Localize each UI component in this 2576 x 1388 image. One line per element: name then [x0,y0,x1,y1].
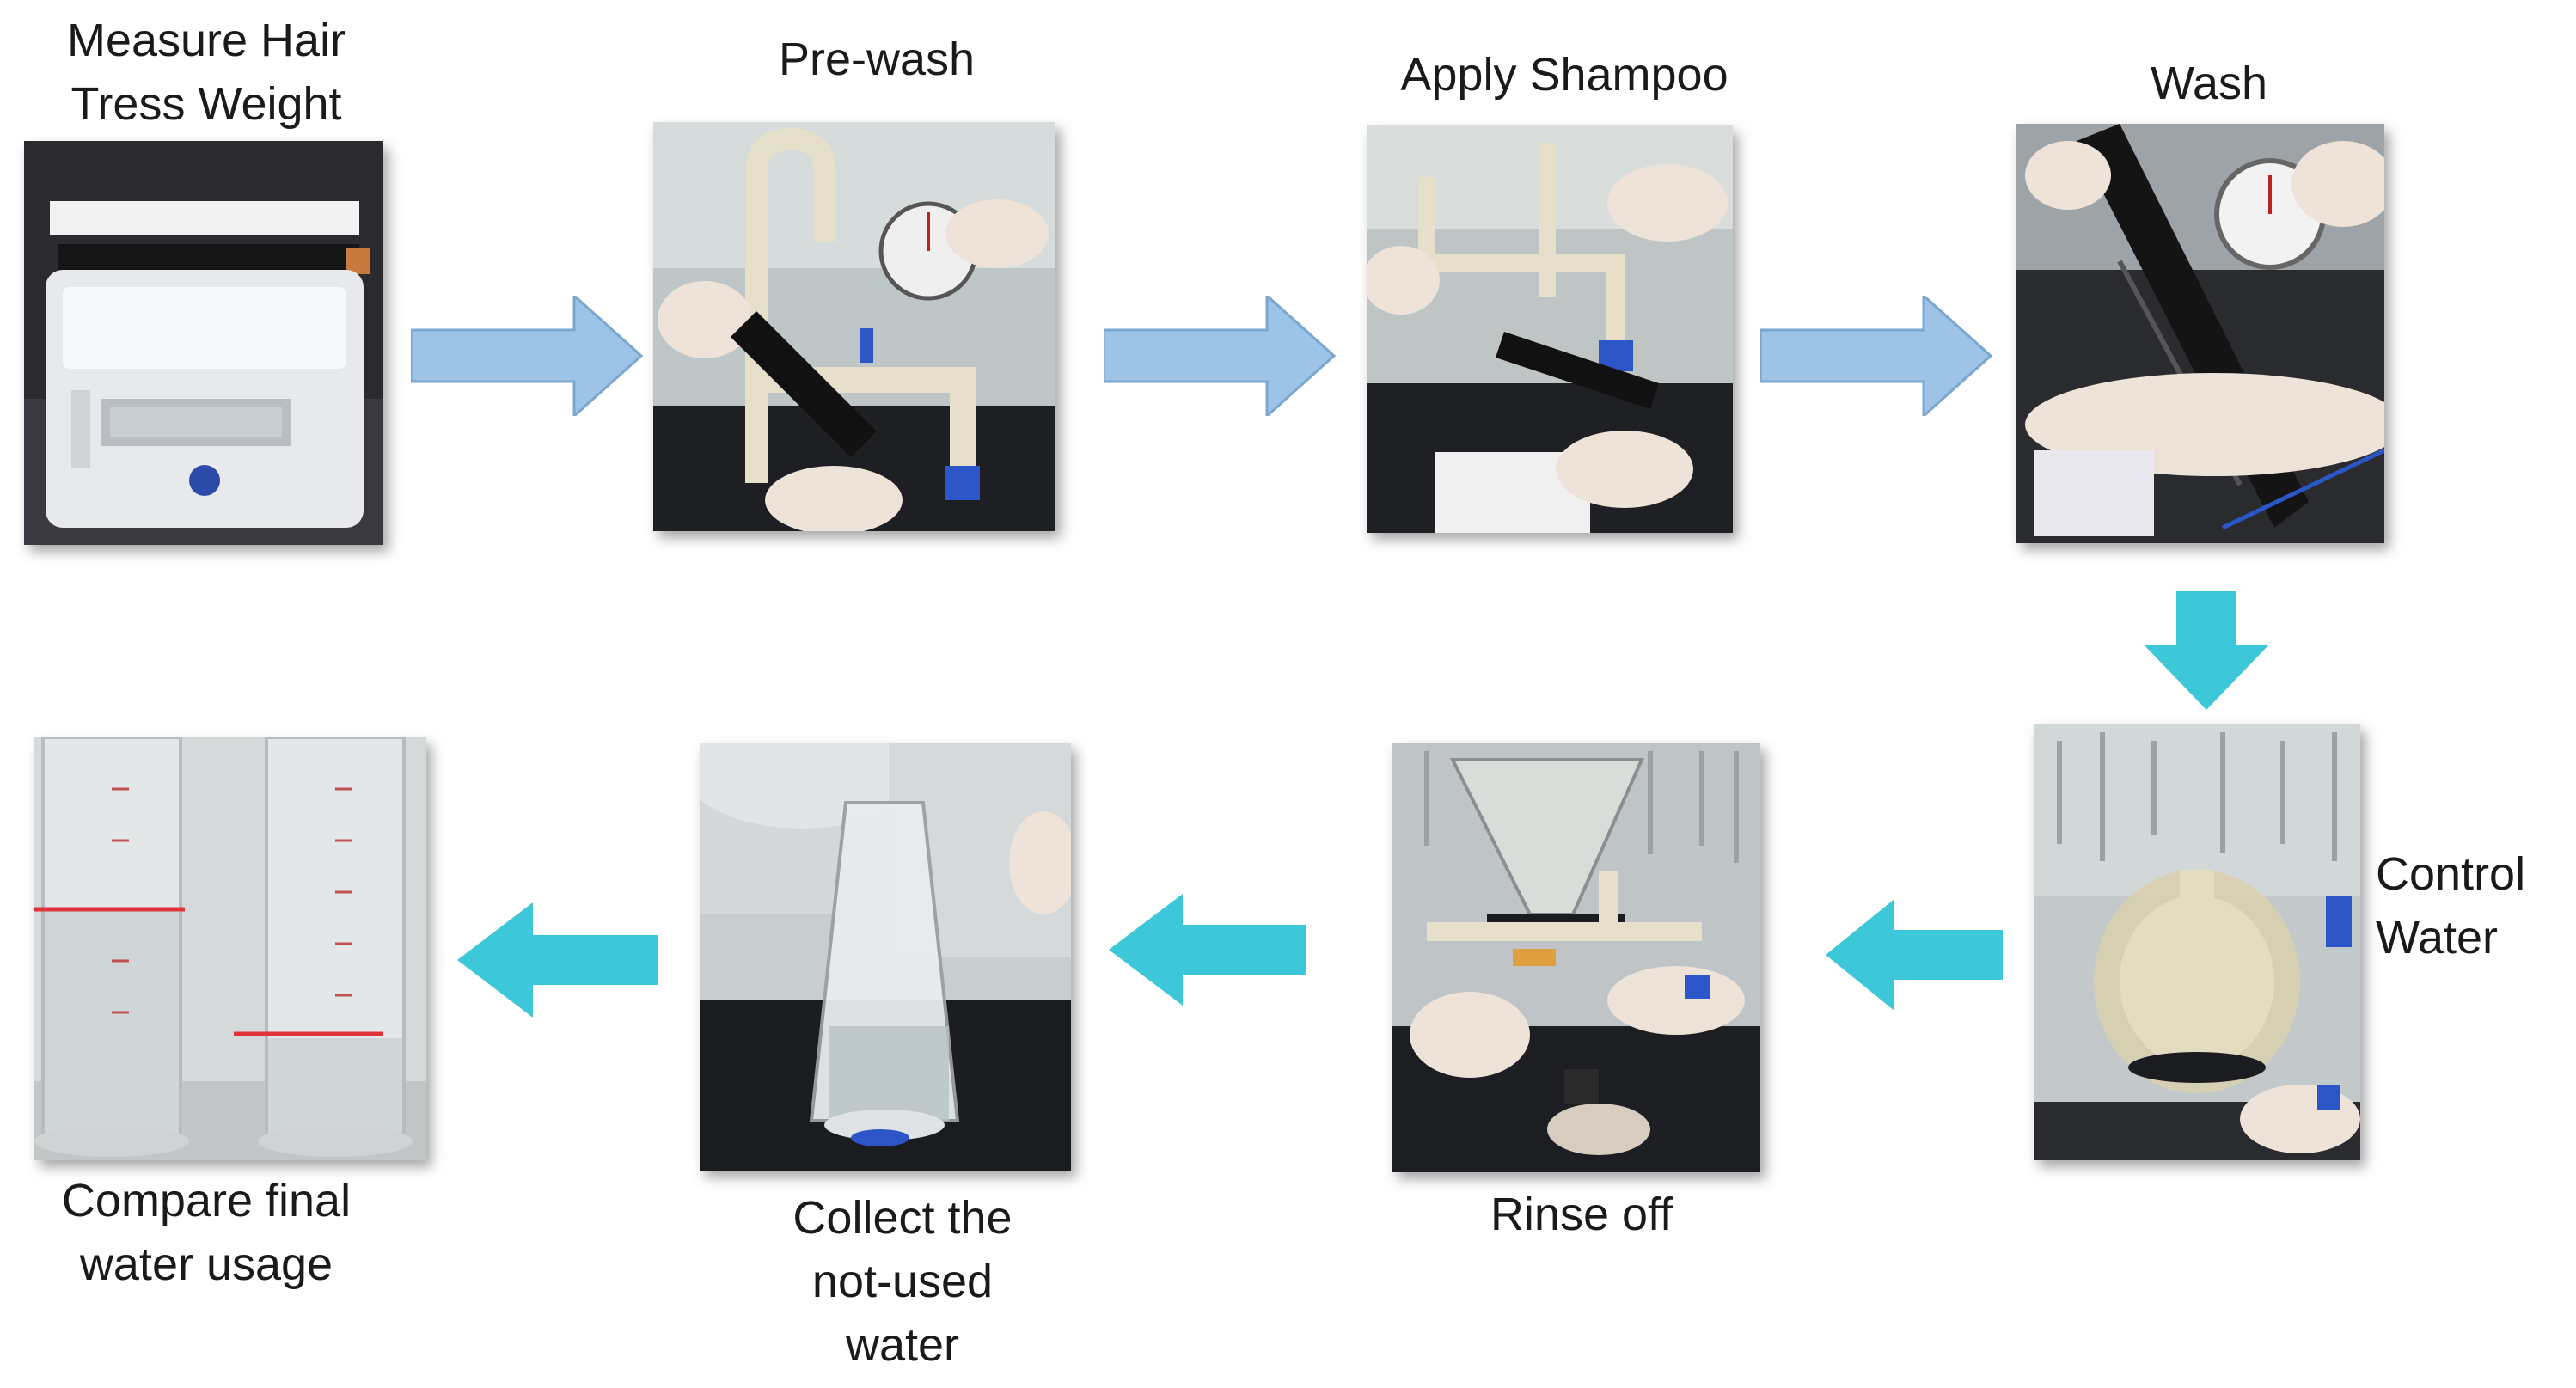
step-measure-line1: Measure Hair [34,9,378,72]
faucet-stopwatch-photo [653,122,1055,531]
step-wash-label: Wash [2080,52,2338,115]
balance-scale-photo [24,141,383,545]
arrow-right-1-shape [411,296,641,416]
step-compare-line1: Compare final [26,1169,387,1232]
arrow-right-3-shape [1760,296,1991,416]
step-compare-line2: water usage [26,1232,387,1296]
graduated-cylinder-photo [700,743,1071,1171]
arrow-right-1 [411,296,643,416]
arrow-down [2144,591,2269,712]
step-prewash-label: Pre-wash [688,28,1066,91]
step-collect-label: Collect the not-used water [739,1186,1066,1377]
step-measure-label: Measure Hair Tress Weight [34,9,378,136]
arrow-left-2-shape [1109,894,1306,1006]
two-cylinders-photo [34,737,426,1160]
step-compare-label: Compare final water usage [26,1169,387,1296]
funnel-flask-photo [2034,724,2360,1160]
arrow-right-2 [1104,296,1336,416]
step-collect-line1: Collect the [739,1186,1066,1250]
step-collect-line3: water [739,1313,1066,1377]
arrow-right-3 [1760,296,1992,416]
arrow-right-2-shape [1104,296,1334,416]
arrow-left-2 [1109,894,1306,1006]
step-rinse-label: Rinse off [1410,1183,1753,1246]
arrow-down-shape [2144,591,2269,710]
hair-tress-stopwatch-photo [2016,124,2384,543]
arrow-left-1-shape [1826,899,2003,1011]
step-control-line1: Control [2376,842,2573,906]
rinse-funnel-photo [1392,743,1760,1172]
step-control-line2: Water [2376,906,2573,969]
faucet-gloves-photo [1367,125,1733,533]
step-measure-line2: Tress Weight [34,72,378,136]
arrow-left-3 [457,902,658,1018]
step-control-label: Control Water [2376,842,2573,969]
arrow-left-3-shape [457,902,658,1018]
step-collect-line2: not-used [739,1250,1066,1313]
step-shampoo-label: Apply Shampoo [1341,43,1788,107]
arrow-left-1 [1826,899,2003,1011]
